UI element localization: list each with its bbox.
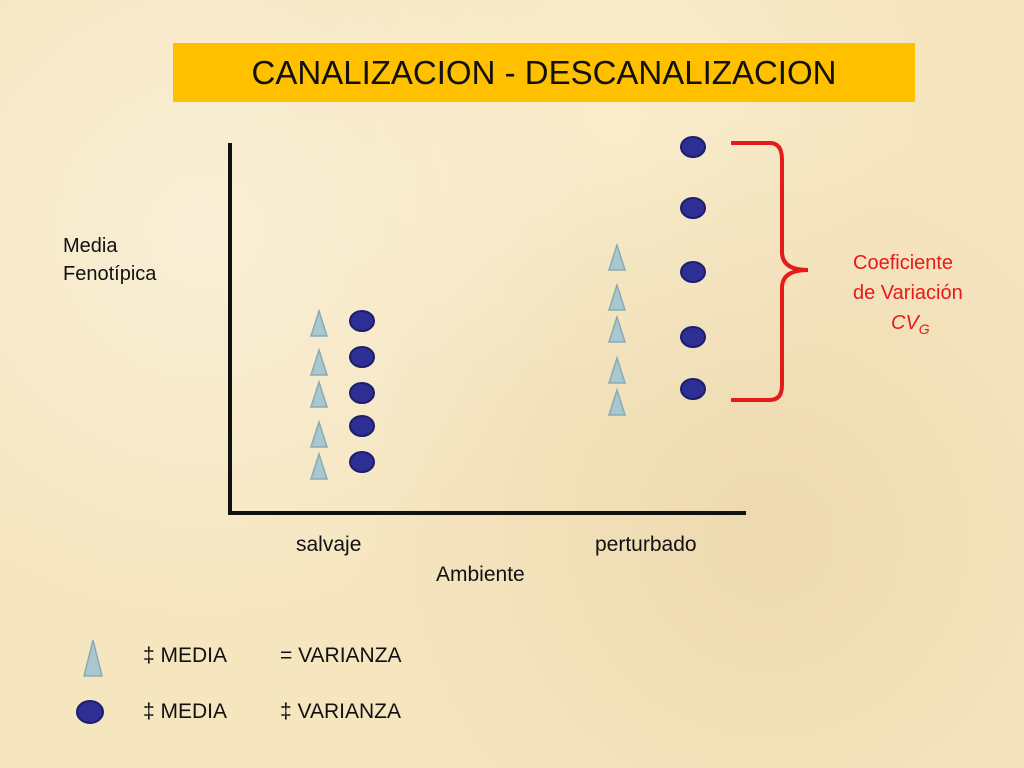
legend-circle-icon	[76, 700, 104, 724]
perturbado-circles	[680, 136, 706, 400]
legend-triangle-varianza: = VARIANZA	[280, 644, 402, 667]
x-category-perturbado: perturbado	[595, 533, 697, 556]
cv-symbol-text: CV	[891, 312, 919, 334]
legend-triangle-icon	[83, 639, 103, 677]
circle-marker	[349, 310, 375, 332]
circle-marker	[349, 451, 375, 473]
cv-line1: Coeficiente	[853, 252, 954, 274]
triangle-marker	[607, 355, 627, 384]
brace-icon	[731, 141, 809, 402]
y-axis-label-line2: Fenotípica	[63, 263, 157, 285]
triangle-marker	[309, 451, 329, 480]
triangle-marker	[309, 308, 329, 337]
cv-line2: de Variación	[853, 282, 963, 304]
legend-circle-media: ‡ MEDIA	[143, 700, 228, 723]
legend-circle-varianza: ‡ VARIANZA	[280, 700, 401, 723]
circle-marker	[680, 326, 706, 348]
triangle-marker	[607, 387, 627, 416]
triangle-marker	[309, 347, 329, 376]
triangle-marker	[309, 419, 329, 448]
circle-marker	[349, 415, 375, 437]
salvaje-circles	[349, 310, 375, 473]
triangle-marker	[607, 314, 627, 343]
page-title: CANALIZACION - DESCANALIZACION	[251, 53, 837, 91]
y-axis-label: Media Fenotípica	[63, 232, 156, 288]
perturbado-triangles	[607, 242, 627, 416]
circle-marker	[680, 261, 706, 283]
circle-marker	[680, 378, 706, 400]
circle-marker	[680, 136, 706, 158]
x-axis-label: Ambiente	[436, 563, 525, 586]
circle-marker	[349, 382, 375, 404]
circle-marker	[349, 346, 375, 368]
legend-triangle-media: ‡ MEDIA	[143, 644, 228, 667]
cv-annotation: Coeficiente de Variación CVG	[853, 248, 963, 344]
x-category-salvaje: salvaje	[296, 533, 362, 556]
cv-subscript: G	[918, 321, 930, 337]
circle-marker	[680, 197, 706, 219]
salvaje-triangles	[309, 308, 329, 480]
y-axis-label-line1: Media	[63, 235, 118, 257]
cv-symbol: CVG	[853, 308, 963, 344]
title-banner: CANALIZACION - DESCANALIZACION	[173, 43, 915, 102]
triangle-marker	[309, 379, 329, 408]
triangle-marker	[607, 282, 627, 311]
triangle-marker	[607, 242, 627, 271]
